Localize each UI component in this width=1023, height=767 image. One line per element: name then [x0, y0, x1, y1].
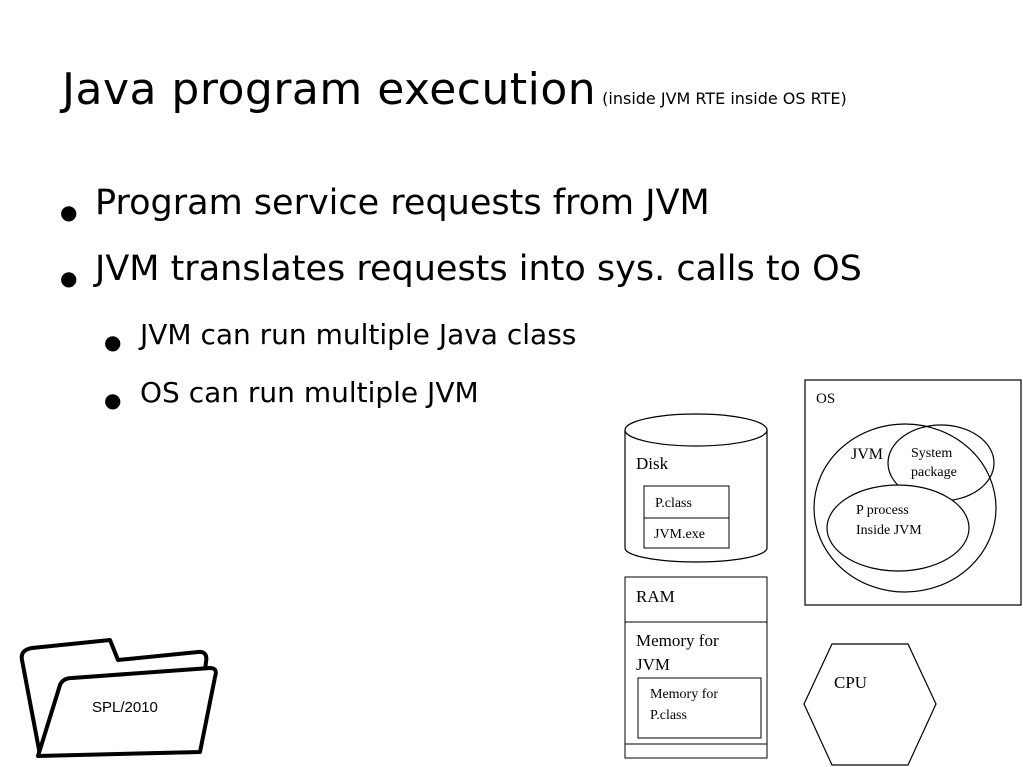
system-package-label: System package — [911, 446, 957, 480]
jvm-memory-label-line1: Memory for — [636, 631, 719, 650]
jvm-memory-label: Memory for JVM — [636, 631, 723, 674]
process-label-line1: P process — [856, 503, 909, 518]
os-box — [804, 379, 1022, 606]
footer-label: SPL/2010 — [92, 699, 158, 716]
jvm-exe-file-label: JVM.exe — [654, 527, 705, 542]
bullet-item-2: JVM translates requests into sys. calls … — [95, 249, 862, 289]
pclass-file-label: P.class — [655, 496, 692, 511]
slide-subtitle: (inside JVM RTE inside OS RTE) — [602, 89, 847, 108]
ram-block — [624, 576, 768, 759]
ram-label: RAM — [636, 587, 675, 606]
jvm-label: JVM — [851, 446, 883, 463]
sub-bullet-dot-icon: ● — [104, 388, 122, 412]
sub-bullet-dot-icon: ● — [104, 330, 122, 354]
process-label: P process Inside JVM — [856, 503, 922, 538]
bullet-dot-icon: ● — [60, 200, 78, 224]
system-package-label-line2: package — [911, 465, 957, 480]
sub-bullet-item-2: OS can run multiple JVM — [140, 376, 479, 409]
pclass-memory-label-line2: P.class — [650, 708, 687, 723]
system-package-label-line1: System — [911, 446, 952, 461]
bullet-item-1: Program service requests from JVM — [95, 183, 710, 223]
disk-label: Disk — [636, 454, 669, 473]
pclass-memory-label-line1: Memory for — [650, 687, 718, 702]
jvm-memory-label-line2: JVM — [636, 655, 670, 674]
pclass-file-box — [643, 485, 730, 519]
bullet-dot-icon: ● — [60, 266, 78, 290]
folder-logo-icon — [19, 638, 218, 758]
cpu-hexagon — [803, 643, 937, 766]
pclass-memory-label: Memory for P.class — [650, 687, 722, 723]
slide-title: Java program execution (inside JVM RTE in… — [62, 64, 847, 115]
jvm-exe-file-box — [643, 517, 730, 549]
slide-title-text: Java program execution — [62, 64, 597, 115]
process-label-line2: Inside JVM — [856, 523, 922, 538]
cpu-label: CPU — [834, 673, 867, 692]
os-label: OS — [816, 391, 835, 407]
sub-bullet-item-1: JVM can run multiple Java class — [140, 318, 577, 351]
